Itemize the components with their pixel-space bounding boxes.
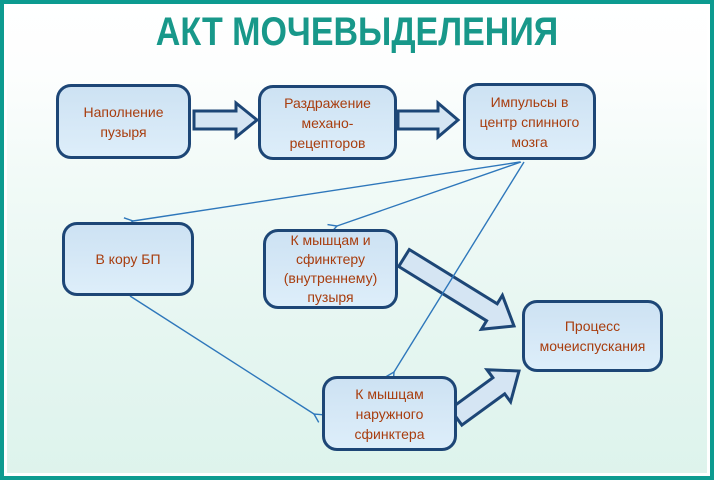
block-arrow-mechanoreceptors-to-spinal-center	[396, 99, 461, 141]
node-mechanoreceptors: Раздражение механо- рецепторов	[258, 85, 397, 160]
block-arrow-external-sphincter-to-urination	[448, 368, 521, 428]
node-cortex: В кору БП	[62, 222, 194, 296]
node-bladder-muscles: К мышцам и сфинктеру (внутреннему) пузыр…	[263, 229, 398, 309]
node-urination-process: Процесс мочеиспускания	[522, 300, 663, 372]
node-external-sphincter: К мышцам наружного сфинктера	[322, 376, 457, 451]
thin-arrow-spinal-center-to-cortex	[123, 161, 521, 228]
page-title: АКТ МОЧЕВЫДЕЛЕНИЯ	[155, 10, 559, 54]
thin-arrow-cortex-to-external-sphincter	[129, 295, 324, 423]
thin-arrow-spinal-center-to-external-sphincter	[385, 161, 525, 382]
block-arrow-bladder-muscles-to-urination	[396, 247, 517, 332]
thin-arrow-spinal-center-to-bladder-muscles	[327, 161, 522, 234]
node-spinal-center: Импульсы в центр спинного мозга	[463, 83, 596, 160]
block-arrow-filling-to-mechanoreceptors	[192, 99, 260, 141]
node-bladder-filling: Наполнение пузыря	[56, 84, 191, 159]
